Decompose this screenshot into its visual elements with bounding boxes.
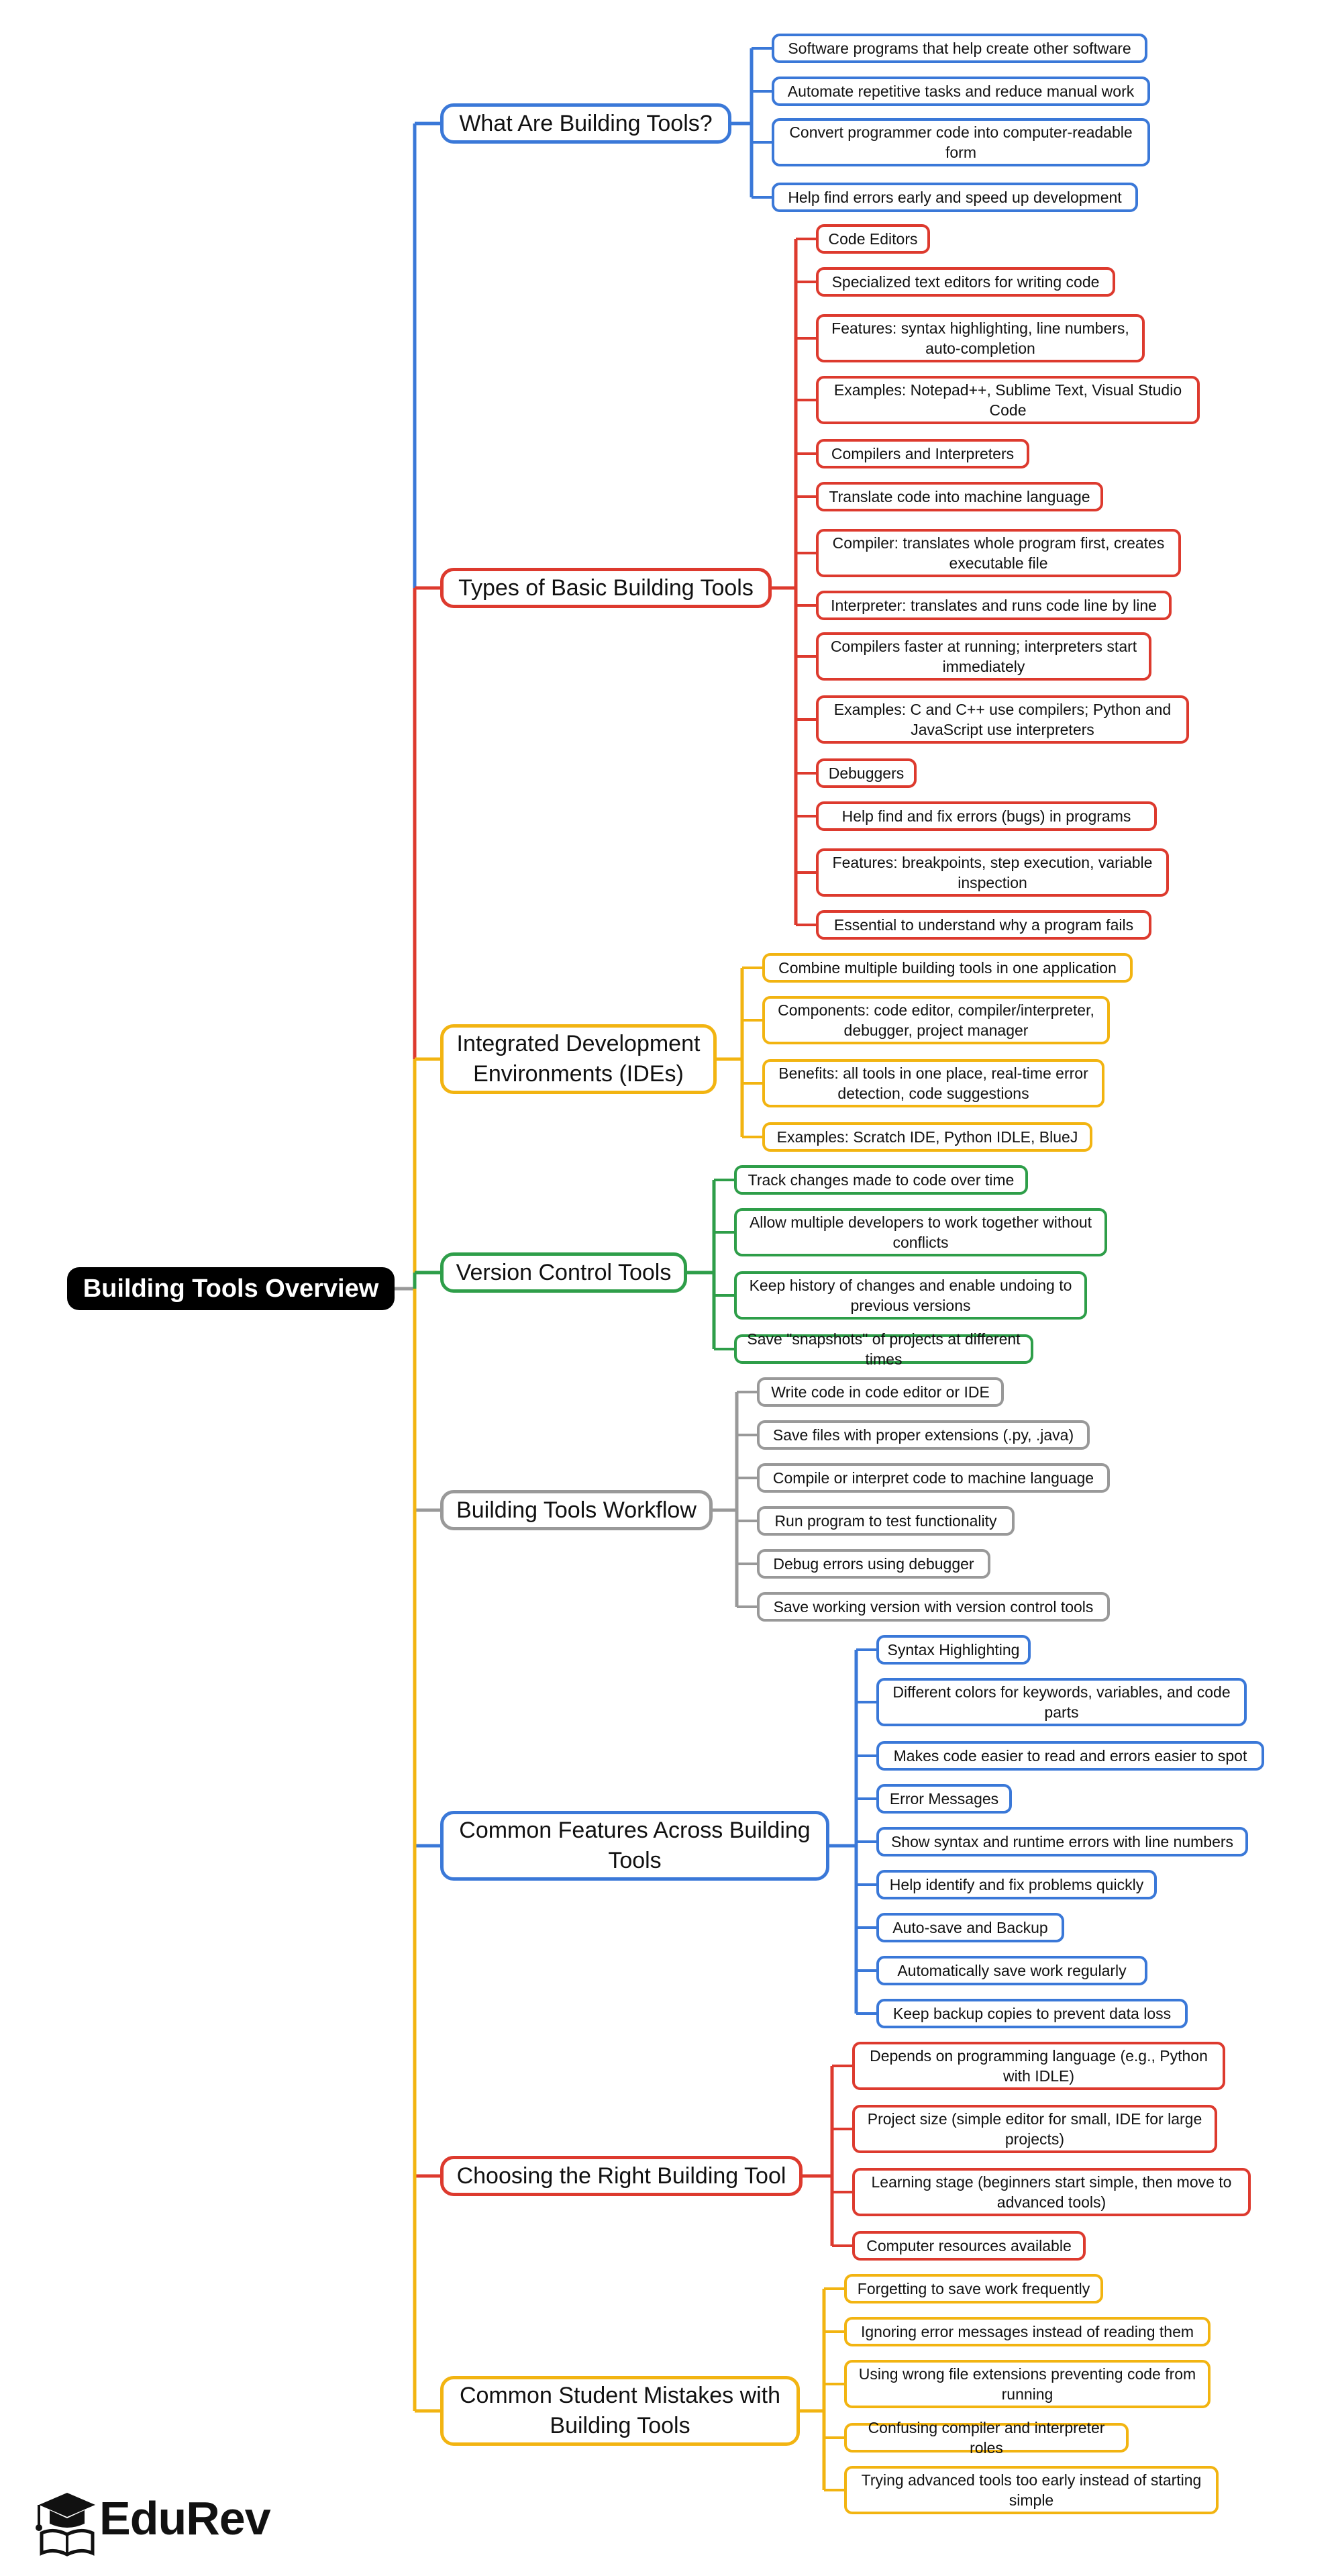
leaf-features-0: Syntax Highlighting — [876, 1635, 1031, 1665]
leaf-workflow-4: Debug errors using debugger — [757, 1549, 990, 1579]
leaf-choosing-3: Computer resources available — [852, 2231, 1086, 2261]
leaf-workflow-5: Save working version with version contro… — [757, 1592, 1110, 1622]
leaf-ide-1: Components: code editor, compiler/interp… — [762, 996, 1110, 1044]
leaf-types-6: Compiler: translates whole program first… — [816, 529, 1181, 577]
leaf-features-1: Different colors for keywords, variables… — [876, 1678, 1247, 1726]
leaf-types-2: Features: syntax highlighting, line numb… — [816, 314, 1145, 362]
leaf-types-5: Translate code into machine language — [816, 482, 1103, 511]
leaf-features-8: Keep backup copies to prevent data loss — [876, 1999, 1188, 2028]
branch-common-student-mistakes: Common Student Mistakes with Building To… — [440, 2376, 800, 2446]
leaf-features-6: Auto-save and Backup — [876, 1913, 1064, 1942]
leaf-workflow-3: Run program to test functionality — [757, 1506, 1015, 1536]
leaf-workflow-1: Save files with proper extensions (.py, … — [757, 1420, 1090, 1450]
leaf-features-7: Automatically save work regularly — [876, 1956, 1147, 1985]
branch-building-tools-workflow: Building Tools Workflow — [440, 1490, 713, 1530]
leaf-types-8: Compilers faster at running; interpreter… — [816, 632, 1151, 681]
leaf-types-10: Debuggers — [816, 758, 917, 788]
leaf-types-12: Features: breakpoints, step execution, v… — [816, 848, 1169, 897]
brand-logo-text: EduRev — [99, 2492, 271, 2544]
leaf-what-3: Help find errors early and speed up deve… — [772, 183, 1138, 212]
leaf-mistakes-4: Trying advanced tools too early instead … — [844, 2466, 1219, 2514]
leaf-types-0: Code Editors — [816, 224, 930, 254]
branch-common-features: Common Features Across Building Tools — [440, 1811, 829, 1881]
branch-types-of-basic-building-tools: Types of Basic Building Tools — [440, 568, 772, 608]
branch-version-control-tools: Version Control Tools — [440, 1252, 687, 1293]
leaf-types-13: Essential to understand why a program fa… — [816, 910, 1151, 940]
branch-choosing-the-right-building-tool: Choosing the Right Building Tool — [440, 2156, 803, 2196]
leaf-vcs-2: Keep history of changes and enable undoi… — [734, 1271, 1087, 1320]
leaf-what-2: Convert programmer code into computer-re… — [772, 118, 1150, 166]
root-node: Building Tools Overview — [67, 1267, 395, 1310]
branch-what-are-building-tools: What Are Building Tools? — [440, 103, 731, 144]
leaf-choosing-1: Project size (simple editor for small, I… — [852, 2105, 1217, 2153]
branch-integrated-development-environments: Integrated Development Environments (IDE… — [440, 1024, 717, 1094]
leaf-mistakes-1: Ignoring error messages instead of readi… — [844, 2317, 1211, 2346]
leaf-types-3: Examples: Notepad++, Sublime Text, Visua… — [816, 376, 1200, 424]
leaf-workflow-0: Write code in code editor or IDE — [757, 1377, 1004, 1407]
leaf-features-3: Error Messages — [876, 1784, 1012, 1814]
leaf-choosing-2: Learning stage (beginners start simple, … — [852, 2168, 1251, 2216]
leaf-mistakes-0: Forgetting to save work frequently — [844, 2274, 1103, 2303]
leaf-what-1: Automate repetitive tasks and reduce man… — [772, 77, 1150, 106]
leaf-vcs-0: Track changes made to code over time — [734, 1165, 1028, 1195]
leaf-vcs-3: Save "snapshots" of projects at differen… — [734, 1330, 1033, 1368]
leaf-mistakes-2: Using wrong file extensions preventing c… — [844, 2360, 1211, 2408]
leaf-what-0: Software programs that help create other… — [772, 34, 1147, 63]
leaf-features-4: Show syntax and runtime errors with line… — [876, 1827, 1248, 1856]
leaf-types-11: Help find and fix errors (bugs) in progr… — [816, 801, 1157, 831]
leaf-vcs-1: Allow multiple developers to work togeth… — [734, 1208, 1107, 1256]
leaf-workflow-2: Compile or interpret code to machine lan… — [757, 1463, 1110, 1493]
leaf-ide-2: Benefits: all tools in one place, real-t… — [762, 1059, 1104, 1107]
leaf-choosing-0: Depends on programming language (e.g., P… — [852, 2042, 1225, 2090]
leaf-ide-0: Combine multiple building tools in one a… — [762, 953, 1133, 983]
leaf-types-9: Examples: C and C++ use compilers; Pytho… — [816, 695, 1189, 744]
leaf-ide-3: Examples: Scratch IDE, Python IDLE, Blue… — [762, 1122, 1092, 1152]
leaf-types-4: Compilers and Interpreters — [816, 439, 1029, 468]
leaf-mistakes-3: Confusing compiler and interpreter roles — [844, 2419, 1129, 2457]
leaf-features-5: Help identify and fix problems quickly — [876, 1870, 1157, 1899]
leaf-types-7: Interpreter: translates and runs code li… — [816, 591, 1172, 620]
leaf-types-1: Specialized text editors for writing cod… — [816, 267, 1115, 297]
leaf-features-2: Makes code easier to read and errors eas… — [876, 1741, 1264, 1771]
graduation-cap-book-icon — [36, 2493, 95, 2557]
